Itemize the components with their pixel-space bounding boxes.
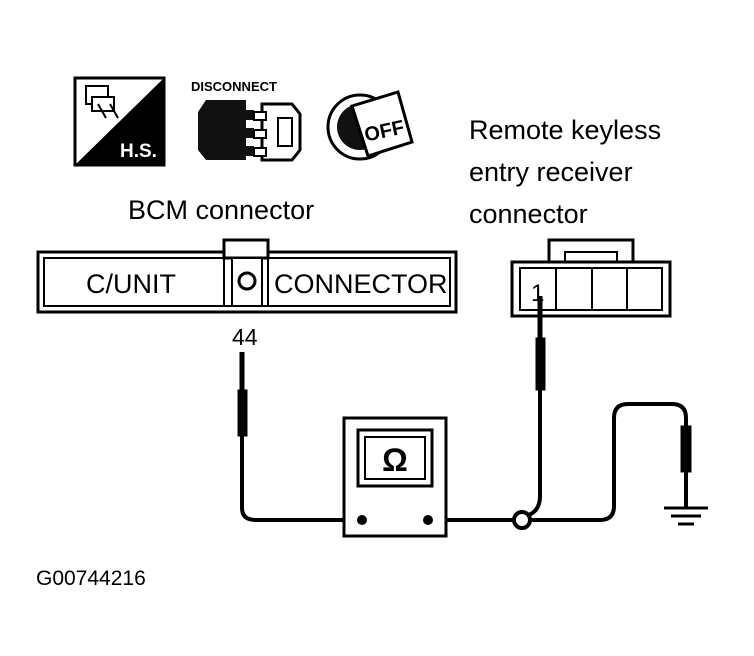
figure-id: G00744216 [36,567,146,590]
receiver-title-line-2: entry receiver [469,157,633,187]
hot-soak-label: H.S. [120,141,157,162]
receiver-title-line-3: connector [469,199,588,229]
receiver-connector: 1 [510,238,672,318]
disconnect-label: DISCONNECT [191,79,277,94]
ohmmeter-icon: Ω [342,416,448,538]
receiver-title-line-1: Remote keyless [469,115,662,145]
meter-terminal-right [423,515,433,525]
meter-terminal-left [357,515,367,525]
ignition-key-off-icon: OFF [326,90,414,161]
bcm-terminal-hole [237,271,257,291]
bcm-left-text: C/UNIT [86,269,176,299]
disconnect-connector-icon: DISCONNECT [191,79,302,162]
test-wiring [237,296,692,530]
bcm-right-text: CONNECTOR [274,269,448,299]
ohm-symbol: Ω [382,442,408,478]
bcm-terminal-number: 44 [232,324,258,350]
bcm-connector-title: BCM connector [128,195,315,225]
hot-soak-icon: H.S. [73,76,166,167]
bcm-connector: C/UNIT CONNECTOR [36,238,458,314]
ground-icon [664,506,708,526]
receiver-connector-title: Remote keyless entry receiver connector [469,113,661,239]
